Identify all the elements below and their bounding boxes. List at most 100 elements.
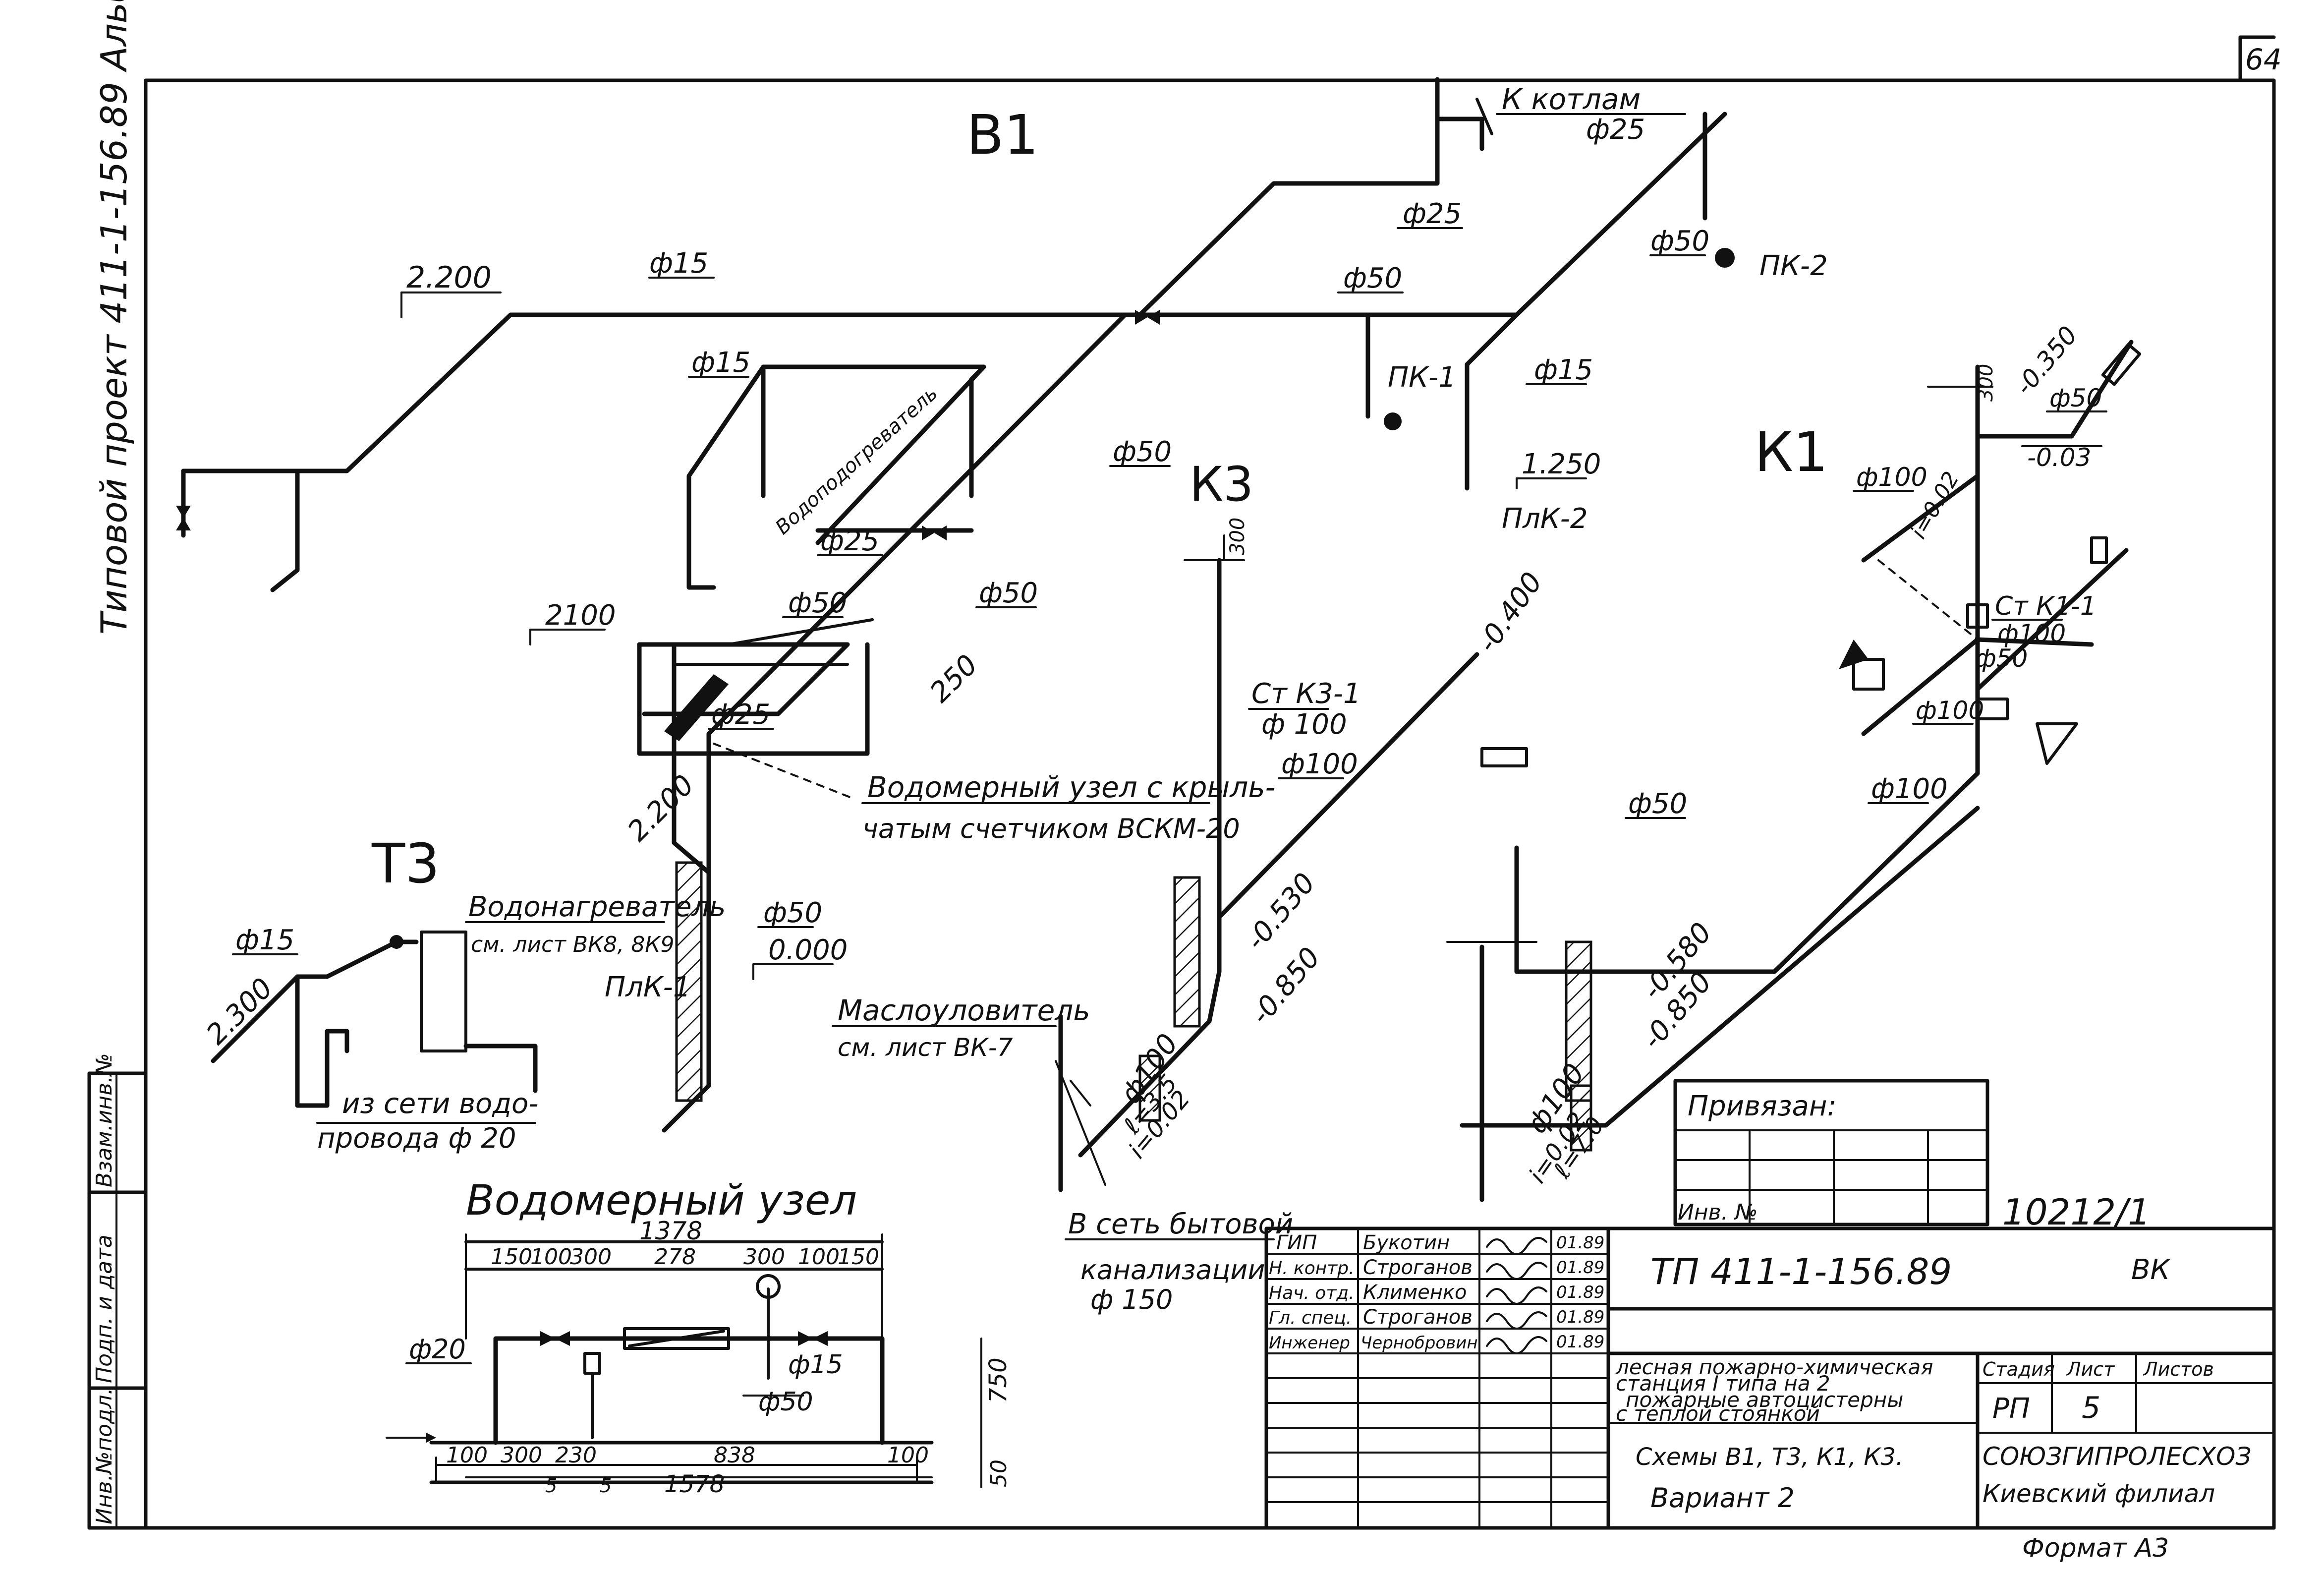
name-2: Строганов (1363, 1256, 1473, 1279)
dim-bottom-3: 230 (555, 1443, 597, 1468)
title-block-signatures: ГИП Н. контр. Нач. отд. Гл. спец. Инжене… (1269, 1231, 1604, 1354)
role-4: Гл. спец. (1269, 1308, 1352, 1328)
label-dim-250: 250 (924, 648, 984, 709)
object-line-2: станция I типа на 2 (1616, 1371, 1830, 1396)
label-meter-node-line1: Водомерный узел с крыль- (867, 770, 1275, 804)
date-3: 01.89 (1556, 1283, 1604, 1302)
dim-top-1: 150 (491, 1244, 532, 1270)
height-50: 50 (986, 1459, 1012, 1487)
system-b1-pipes (181, 77, 1727, 1133)
meter-d50: ф50 (758, 1387, 813, 1417)
label-k1-riser-d: ф100 (1997, 619, 2066, 648)
system-t3-title: Т3 (371, 832, 440, 895)
dim-bottom-4: 838 (714, 1443, 755, 1468)
label-k1-d100-b: ф100 (1916, 696, 1984, 725)
system-k3-pipes (1055, 534, 1479, 1192)
dim-top-6: 100 (798, 1244, 840, 1270)
label-k1-d100-a: ф100 (1856, 463, 1927, 492)
role-1: ГИП (1276, 1231, 1317, 1254)
label-k1-d50-b: ф50 (1975, 644, 2028, 673)
label-pk1: ПК-1 (1388, 361, 1456, 394)
archive-number: 10212/1 (2002, 1191, 2151, 1233)
label-d25-boilers: ф25 (1586, 114, 1645, 146)
label-oil-trap: Маслоуловитель (838, 993, 1090, 1027)
role-5: Инженер (1269, 1333, 1350, 1353)
label-heater-ref: см. лист ВК8, 8К9 (471, 932, 675, 957)
label-d15-pk2-branch: ф15 (1534, 354, 1593, 386)
date-4: 01.89 (1556, 1307, 1604, 1327)
date-2: 01.89 (1556, 1258, 1604, 1278)
label-heater: Водонагреватель (468, 891, 726, 923)
system-b1-title: В1 (966, 103, 1038, 167)
meter-d20: ф20 (409, 1334, 466, 1365)
attached-label: Привязан: (1688, 1090, 1836, 1122)
dim-small-1: 5 (545, 1475, 557, 1497)
system-b1-fittings (176, 98, 1735, 540)
label-to-boilers: К котлам (1502, 82, 1641, 116)
meter-node-title: Водомерный узел (466, 1176, 857, 1225)
title-block-grid (1264, 1226, 2276, 1530)
label-d50-meter-box: ф50 (788, 587, 847, 619)
height-750: 750 (984, 1357, 1012, 1403)
dim-small-2: 5 (600, 1475, 612, 1497)
label-d15-top: ф15 (649, 247, 708, 280)
dim-top-5: 300 (743, 1244, 785, 1270)
side-cell-sign-date: Подп. и дата (92, 1234, 117, 1383)
stage-value: РП (1992, 1393, 2030, 1425)
label-elev-2200: 2.200 (406, 260, 492, 295)
label-d25-riser: ф25 (1403, 198, 1462, 230)
label-k3-elev-0850: -0.850 (1245, 941, 1327, 1031)
object-line-4: с теплой стоянкой (1616, 1401, 1820, 1426)
dim-bottom-5: 100 (887, 1443, 929, 1468)
label-from-main-2: провода ф 20 (317, 1122, 516, 1155)
project-code: ТП 411-1-156.89 (1650, 1251, 1952, 1292)
wall-hatch-k3 (1138, 876, 1201, 1122)
label-k3-riser: Ст К3-1 (1251, 678, 1361, 710)
label-pk2: ПК-2 (1759, 250, 1828, 282)
dim-top-4: 278 (654, 1244, 696, 1270)
label-elev-2100: 2100 (545, 599, 616, 632)
label-k1-d50-a: ф50 (2049, 384, 2102, 412)
dim-top-2: 100 (530, 1244, 572, 1270)
system-k1-labels: 300 -0.350 ф50 -0.03 ф100 i=0.02 Ст К1-1… (1521, 321, 2107, 1188)
wall-hatch-k1 (1565, 940, 1592, 1152)
label-d15-t3: ф15 (235, 924, 294, 956)
label-k1-dim-300: 300 (1975, 364, 1997, 402)
label-k3-elev-0400: -0.400 (1471, 567, 1549, 658)
sheet-head: Лист (2066, 1358, 2115, 1380)
inv-no-label: Инв. № (1678, 1200, 1757, 1225)
date-1: 01.89 (1556, 1233, 1604, 1253)
label-elev-1250: 1.250 (1522, 448, 1601, 480)
label-k1-elev-003: -0.03 (2027, 443, 2091, 472)
label-oil-trap-ref: см. лист ВК-7 (838, 1033, 1013, 1062)
label-elev-2200-lower: 2.200 (622, 769, 700, 848)
role-2: Н. контр. (1269, 1258, 1355, 1279)
system-k3-title: К3 (1190, 457, 1253, 512)
name-1: Букотин (1363, 1231, 1450, 1254)
title-block-text: ТП 411-1-156.89 ВК лесная пожарно-химиче… (1615, 1251, 2251, 1514)
object-line-3: пожарные автоцистерны (1626, 1388, 1903, 1412)
dim-top-3: 300 (570, 1244, 612, 1270)
label-k1-d100-c: ф100 (1871, 773, 1948, 805)
label-d25-meter: ф25 (711, 699, 770, 731)
label-water-heaters: Водоподогреватель (771, 382, 942, 539)
sheet-number: 64 (2245, 43, 2282, 76)
sheet-title-2: Вариант 2 (1650, 1482, 1795, 1514)
dim-bottom-2: 300 (501, 1443, 542, 1468)
date-5: 01.89 (1556, 1332, 1604, 1352)
organization-2: Киевский филиал (1983, 1479, 2215, 1508)
label-to-sewer-1: В сеть бытовой (1068, 1208, 1293, 1240)
label-d50-lower: ф50 (979, 577, 1038, 609)
role-3: Нач. отд. (1269, 1283, 1355, 1303)
label-d50-riser: ф50 (763, 897, 822, 929)
organization-1: СОЮЗГИПРОЛЕСХОЗ (1983, 1442, 2251, 1471)
label-to-sewer-2: канализации (1080, 1254, 1265, 1285)
sheet-format: Формат А3 (2022, 1533, 2169, 1563)
label-k3-elev-0530: -0.530 (1240, 867, 1322, 956)
meter-node-labels: 1378 150 100 300 278 300 100 150 ф20 ф15… (405, 1217, 1012, 1498)
system-k1-title: К1 (1755, 420, 1828, 484)
label-elev-2300: 2.300 (200, 972, 279, 1051)
object-line-1: лесная пожарно-химическая (1615, 1355, 1933, 1379)
label-to-sewer-3: ф 150 (1090, 1284, 1173, 1315)
attached-stamp (1673, 1079, 1989, 1226)
